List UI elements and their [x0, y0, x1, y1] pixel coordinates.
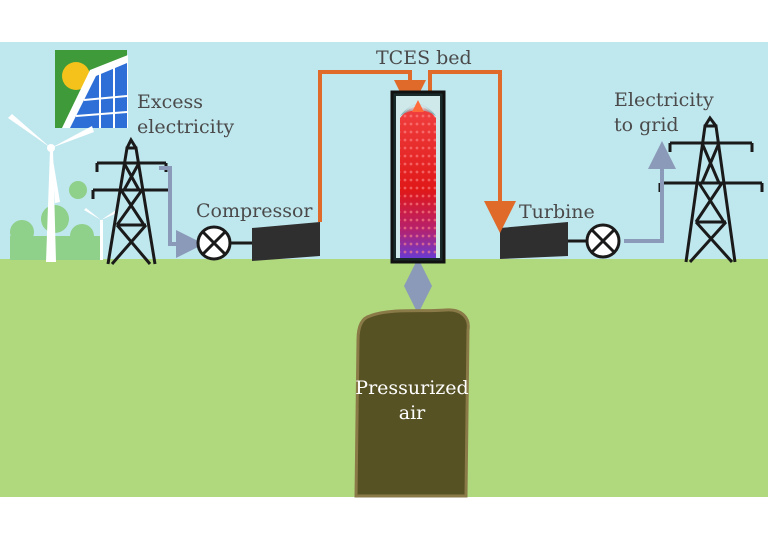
excess-electricity-label-line1: Excess — [137, 91, 203, 113]
generator-icon — [568, 223, 621, 259]
pressurized-air-label-line2: air — [399, 402, 426, 424]
pressurized-air-cavern — [354, 308, 470, 498]
small-wind-turbine-icon — [84, 208, 117, 260]
wind-turbine-icon — [8, 114, 94, 262]
compressor-label: Compressor — [196, 200, 313, 222]
power-in-arrow — [159, 166, 204, 258]
turbine-label: Turbine — [519, 201, 595, 223]
electricity-to-grid-label-line1: Electricity — [614, 89, 714, 111]
pressurized-air-label-line1: Pressurized — [355, 377, 468, 399]
flow-to-turbine-arrow — [428, 70, 516, 233]
electricity-to-grid-label-line2: to grid — [614, 114, 679, 136]
pylon-icon — [91, 136, 172, 265]
power-out-arrow — [624, 141, 676, 243]
turbine-icon — [500, 222, 568, 259]
compressor-icon — [252, 222, 320, 261]
sun-icon — [62, 62, 90, 90]
tces-bed-label: TCES bed — [376, 47, 472, 69]
flow-to-bed-arrow — [318, 70, 426, 222]
solar-panel-icon — [55, 50, 128, 128]
excess-electricity-label-line2: electricity — [137, 116, 234, 138]
motor-icon — [196, 225, 252, 261]
tces-bed — [390, 90, 446, 264]
